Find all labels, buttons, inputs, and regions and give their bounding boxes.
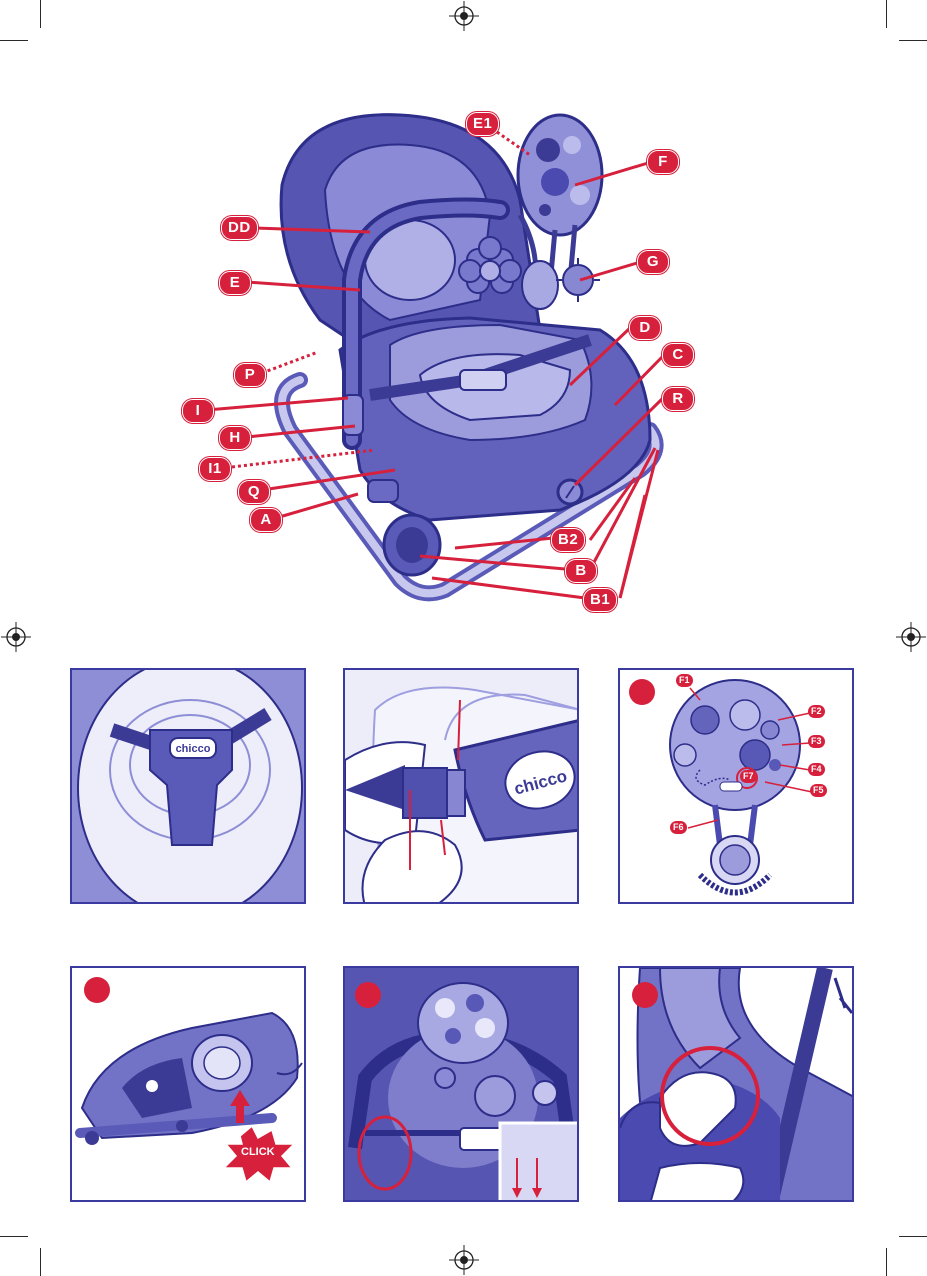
f-label-f6: F6 [670, 821, 687, 834]
callout-b2: B2 [551, 528, 585, 552]
callout-i: I [182, 399, 214, 423]
callout-e: E [219, 271, 251, 295]
callout-r: R [662, 387, 694, 411]
panel-toy-ball: F1 F2 F3 F4 F5 F6 F7 [618, 668, 854, 904]
f-label-f3: F3 [808, 735, 825, 748]
callout-e1: E1 [466, 112, 499, 136]
callout-c: C [662, 343, 694, 367]
crop-mark-icon [40, 1248, 41, 1276]
callout-i1: I1 [199, 457, 231, 481]
registration-mark-icon [449, 1245, 479, 1275]
panel-buckle: chicco [343, 668, 579, 904]
callout-f: F [647, 150, 679, 174]
bouncer-illustration [0, 0, 927, 640]
panel-harness: chicco [70, 668, 306, 904]
brand-logo: chicco [176, 743, 211, 755]
f-label-f1: F1 [676, 674, 693, 687]
step-dot-icon [629, 679, 655, 705]
crop-mark-icon [886, 1248, 887, 1276]
panel-click: CLICK [70, 966, 306, 1202]
step-dot-icon [84, 977, 110, 1003]
click-label: CLICK [241, 1146, 275, 1158]
callout-b1: B1 [583, 588, 617, 612]
step-dot-icon [632, 982, 658, 1008]
f-label-f7: F7 [740, 770, 757, 783]
callout-a: A [250, 508, 282, 532]
step-dot-icon [355, 982, 381, 1008]
panel-toy-bar [343, 966, 579, 1202]
callout-p: P [234, 363, 266, 387]
callout-g: G [637, 250, 669, 274]
crop-mark-icon [899, 1236, 927, 1237]
callout-dd: DD [221, 216, 258, 240]
panel-hand-base [618, 966, 854, 1202]
callout-d: D [629, 316, 661, 340]
callout-q: Q [238, 480, 270, 504]
crop-mark-icon [0, 1236, 28, 1237]
f-label-f4: F4 [808, 763, 825, 776]
callout-h: H [219, 426, 251, 450]
callout-b: B [565, 559, 597, 583]
f-label-f5: F5 [810, 784, 827, 797]
f-label-f2: F2 [808, 705, 825, 718]
